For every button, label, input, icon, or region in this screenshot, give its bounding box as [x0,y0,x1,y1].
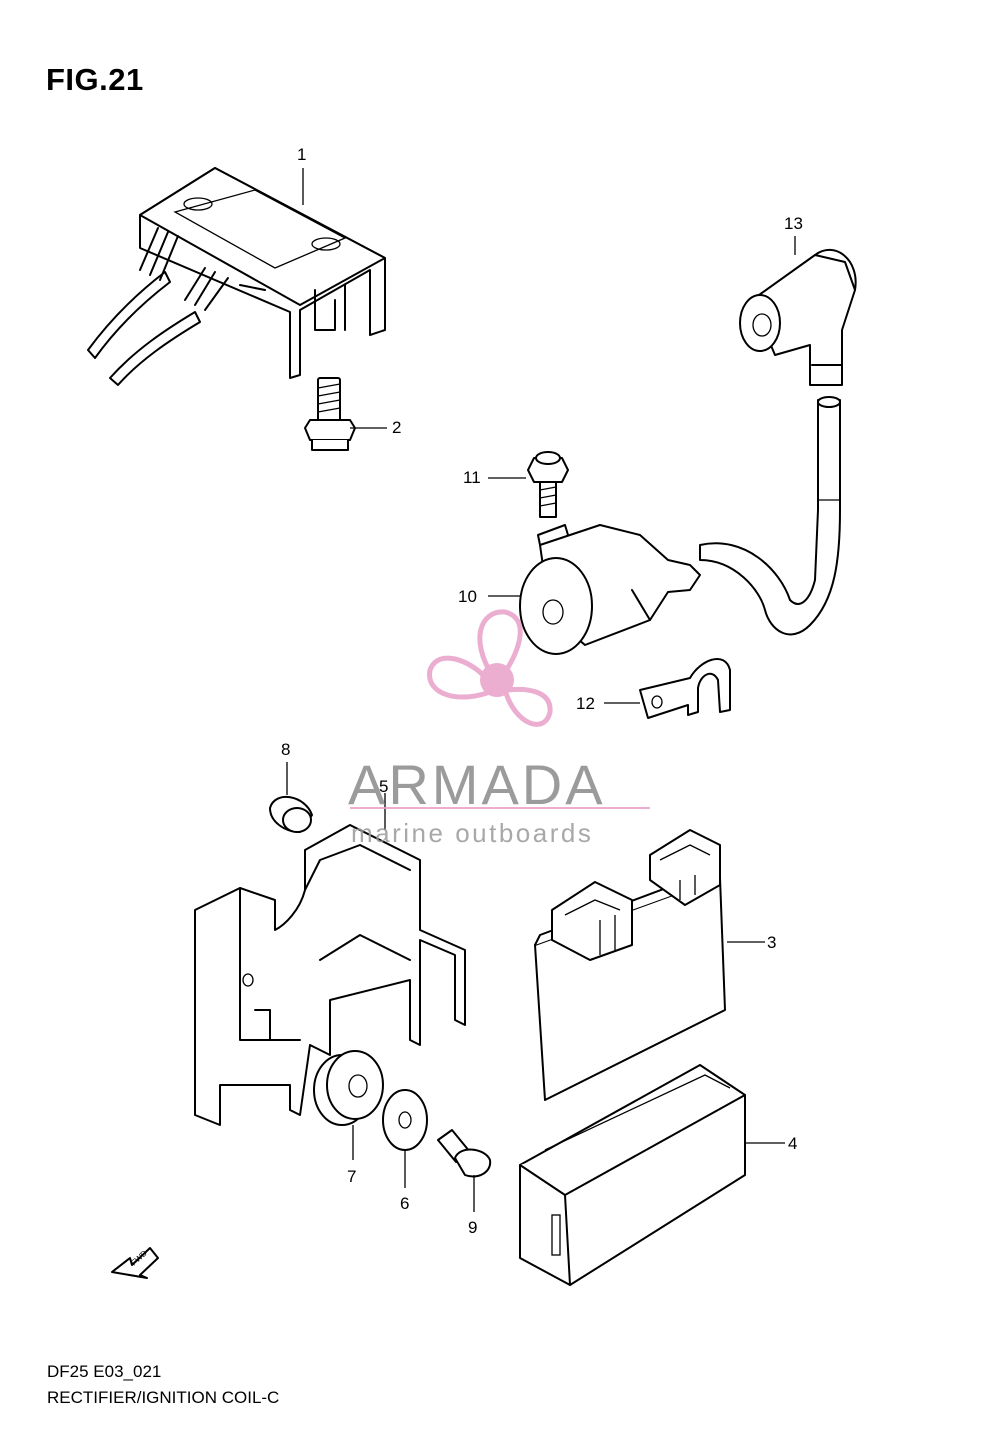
part-6-washer [382,1089,428,1151]
callout-11: 11 [463,468,481,487]
fwd-arrow-icon [111,1247,159,1279]
part-12-clamp [639,658,731,719]
callout-13: 13 [784,214,803,233]
callout-7: 7 [347,1167,357,1186]
part-4-case [519,1064,746,1286]
callout-4: 4 [788,1134,798,1153]
part-5-bracket [194,824,466,1126]
part-3-cdi-unit [534,829,726,1101]
callout-6: 6 [400,1194,410,1213]
part-7-grommet [313,1050,384,1126]
diagram-code: DF25 E03_021 [47,1362,162,1381]
callout-10: 10 [458,587,477,606]
diagram-name: RECTIFIER/IGNITION COIL-C [47,1388,280,1407]
part-10-ignition-coil [519,396,841,655]
figure-title: FIG.21 [46,62,144,97]
propeller-logo-icon [427,609,553,727]
callout-2: 2 [392,418,402,437]
watermark-tagline: marine outboards [351,818,594,848]
part-9-screw [437,1129,492,1178]
part-2-bolt [304,377,356,451]
callout-12: 12 [576,694,595,713]
part-13-plug-cap [739,249,857,386]
callout-9: 9 [468,1218,478,1237]
part-11-bolt [527,451,569,518]
callout-3: 3 [767,933,777,952]
callout-1: 1 [297,145,307,164]
part-8-cap [269,795,313,833]
watermark-name: ARMADA [348,753,606,816]
callout-8: 8 [281,740,291,759]
callout-5: 5 [379,777,389,796]
part-1-rectifier [87,167,386,386]
